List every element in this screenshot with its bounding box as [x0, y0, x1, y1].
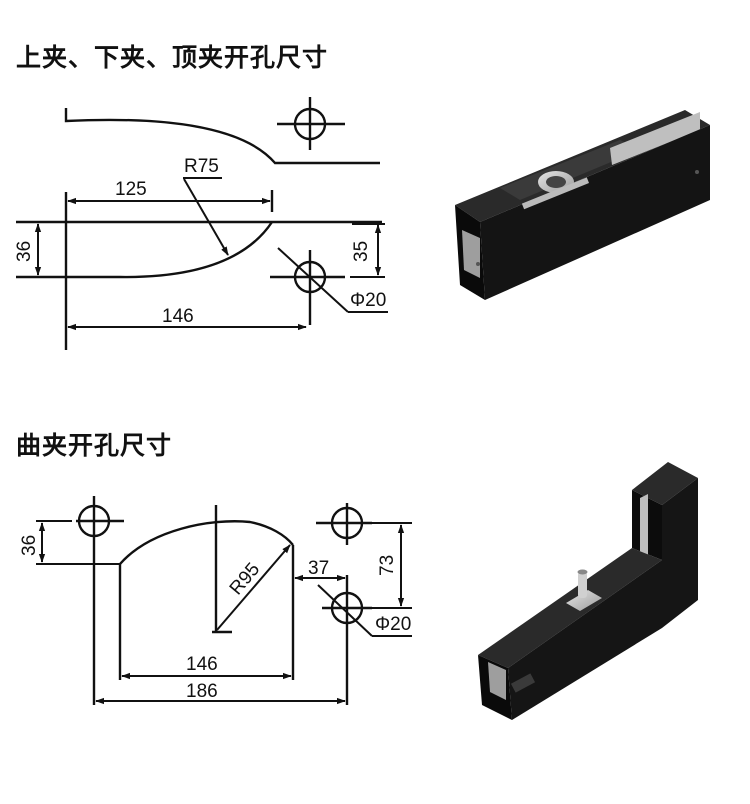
dimension-125-text: 125	[115, 179, 147, 200]
radius-r95-text: R95	[226, 559, 264, 599]
dimension-186-text: 186	[186, 681, 218, 702]
dimension-36b-text: 36	[19, 535, 40, 556]
hole-leader-line	[277, 247, 349, 313]
radius-r75-text: R75	[184, 156, 219, 177]
section-title-curved-clamp: 曲夹开孔尺寸	[16, 431, 173, 460]
hole-diameter-text-2: Φ20	[375, 614, 411, 635]
cutout-curve-lower	[16, 221, 273, 279]
dimension-35-text: 35	[351, 241, 372, 262]
cutout-diagram-2: 36 R95 37 Φ20 73 146 186	[19, 496, 412, 705]
clamp-photo-straight	[455, 110, 710, 300]
dimension-37-text: 37	[308, 558, 329, 579]
clamp-photo-curved	[478, 462, 698, 720]
dimension-73-text: 73	[377, 555, 398, 576]
cutout-diagram-1: 125 R75 36 Φ20 35 146	[14, 97, 388, 350]
cutout-outline-upper	[64, 108, 380, 165]
hole-diameter-text: Φ20	[350, 290, 386, 311]
dimension-146b-text: 146	[186, 654, 218, 675]
dimension-146-text: 146	[162, 306, 194, 327]
section-title-top-bottom-top-clamp: 上夹、下夹、顶夹开孔尺寸	[16, 43, 329, 72]
cutout-arc	[119, 520, 294, 565]
radius-r75-leader	[183, 178, 229, 256]
hole-leader-line-2	[317, 584, 373, 637]
radius-r95-leader	[216, 544, 291, 631]
dimension-36-text: 36	[14, 241, 35, 262]
